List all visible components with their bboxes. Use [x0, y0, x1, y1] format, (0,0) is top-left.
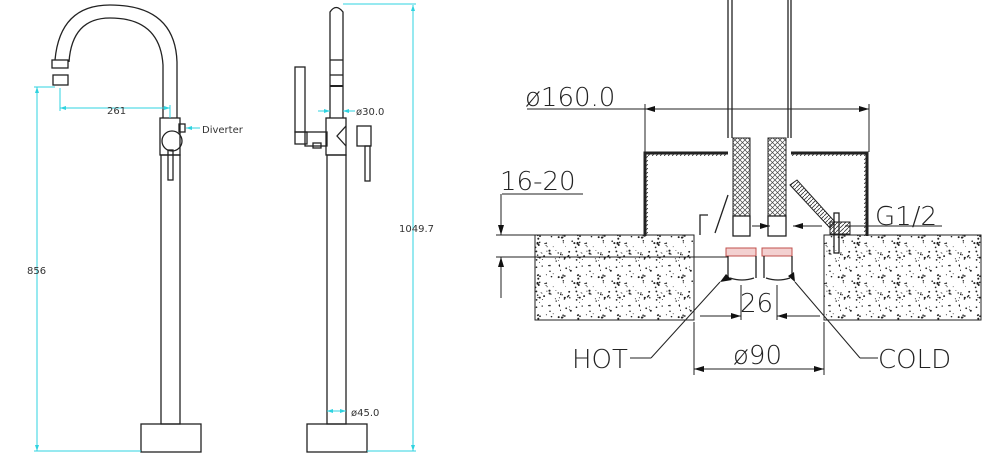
column-diameter-label: ø45.0 — [351, 408, 379, 419]
spout-diameter-label: ø30.0 — [356, 107, 384, 118]
gooseneck-spout — [54, 4, 178, 118]
mixer-cartridge — [356, 125, 372, 147]
mixer-lever-side — [364, 145, 371, 182]
spout-band — [51, 59, 69, 69]
hot-fitting — [725, 247, 757, 257]
mounting-bracket — [789, 179, 836, 229]
height-label: 856 — [27, 266, 46, 277]
total-height-label: 1049.7 — [399, 224, 434, 235]
reach-label: 261 — [107, 106, 126, 117]
floor-slab-left — [534, 234, 695, 321]
hot-braided-hose — [732, 137, 751, 217]
cold-label: COLD — [878, 345, 951, 375]
hole-diameter-label: ø90 — [733, 341, 782, 371]
hot-label: HOT — [572, 345, 628, 375]
base-side — [306, 423, 368, 453]
hand-shower — [294, 66, 306, 133]
cold-fitting — [761, 247, 793, 257]
aerator — [52, 74, 69, 86]
mixer-lever — [167, 149, 174, 181]
column — [160, 154, 181, 425]
diverter-button — [178, 123, 186, 133]
front-view: 856 261 Diverter — [27, 4, 244, 453]
diverter-label: Diverter — [202, 125, 244, 136]
pipe-spacing-label: 26 — [740, 289, 773, 319]
mixer-body-side — [325, 117, 347, 156]
holder-arm — [304, 131, 328, 147]
cover-diameter-label: ø160.0 — [525, 83, 615, 113]
thread-label: G1/2 — [875, 202, 937, 232]
hand-shower-holder — [294, 131, 308, 145]
cover-plate — [643, 151, 869, 236]
spout-side — [329, 6, 344, 118]
base — [140, 423, 202, 453]
floor-slab-right — [823, 234, 982, 321]
side-view: 1049.7 ø30.0 ø45.0 — [294, 3, 434, 453]
mixer-knob — [161, 130, 183, 152]
cold-braided-hose — [767, 137, 787, 217]
installation-section: ø160.0 16-20 G1/2 26 ø90 — [496, 0, 982, 375]
floor-thickness-label: 16-20 — [500, 167, 576, 197]
column-side — [326, 154, 347, 425]
